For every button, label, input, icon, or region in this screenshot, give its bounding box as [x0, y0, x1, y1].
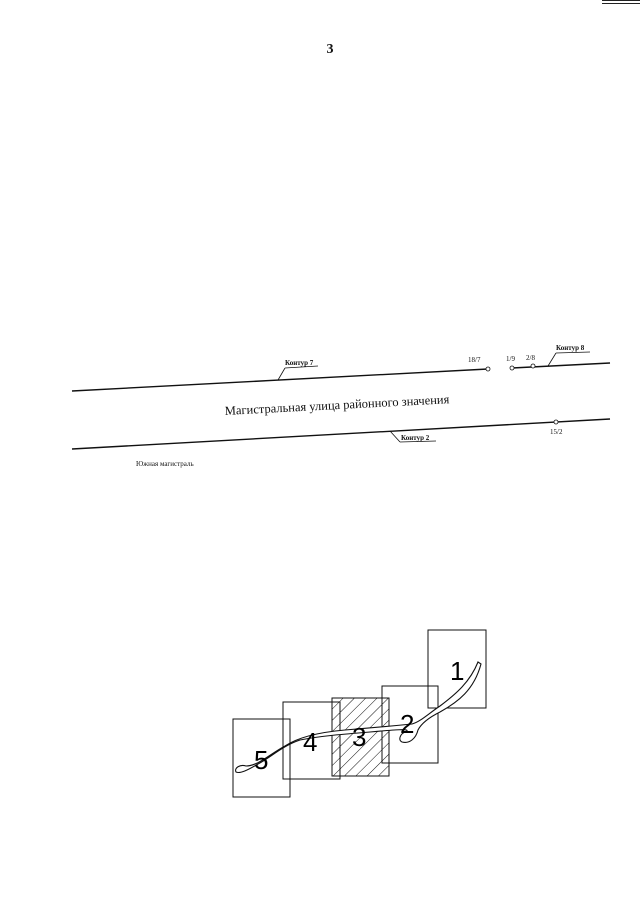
street-plan: Контур 7 Контур 8 Контур 2 18/7 1/9 2/8 — [71, 344, 611, 468]
point-1-9: 1/9 — [506, 355, 515, 371]
contour-2-label: Контур 2 — [401, 434, 430, 442]
point-15-2-label: 15/2 — [550, 428, 563, 436]
lower-line — [71, 418, 611, 450]
plot-3-label: 3 — [352, 722, 366, 752]
upper-line-left — [71, 368, 489, 392]
contour-7-callout: Контур 7 — [277, 359, 319, 381]
street-name-label: Магистральная улица районного значения — [224, 392, 449, 418]
plot-4-label: 4 — [303, 727, 317, 757]
point-2-8: 2/8 — [526, 354, 535, 369]
plots-scheme: 1 2 3 4 5 — [232, 629, 487, 798]
point-15-2: 15/2 — [550, 419, 563, 436]
contour-8-callout: Контур 8 — [547, 344, 591, 367]
corner-mark — [602, 0, 640, 4]
upper-line-right — [511, 362, 611, 369]
page-number: 3 — [326, 42, 334, 57]
plot-5-label: 5 — [254, 745, 268, 775]
point-18-7: 18/7 — [468, 356, 491, 372]
point-2-8-label: 2/8 — [526, 354, 535, 362]
point-1-9-label: 1/9 — [506, 355, 515, 363]
contour-2-callout: Контур 2 — [389, 430, 437, 443]
plot-2-label: 2 — [400, 709, 414, 739]
south-road-label: Южная магистраль — [136, 460, 194, 468]
plot-1-label: 1 — [450, 656, 464, 686]
contour-8-label: Контур 8 — [556, 344, 585, 352]
route-outline — [235, 661, 482, 774]
contour-7-label: Контур 7 — [285, 359, 314, 367]
plot-5-frame — [232, 718, 291, 798]
plot-4-frame — [282, 701, 341, 780]
plot-3-frame — [331, 697, 390, 777]
plot-1-frame — [427, 629, 487, 709]
point-18-7-label: 18/7 — [468, 356, 481, 364]
